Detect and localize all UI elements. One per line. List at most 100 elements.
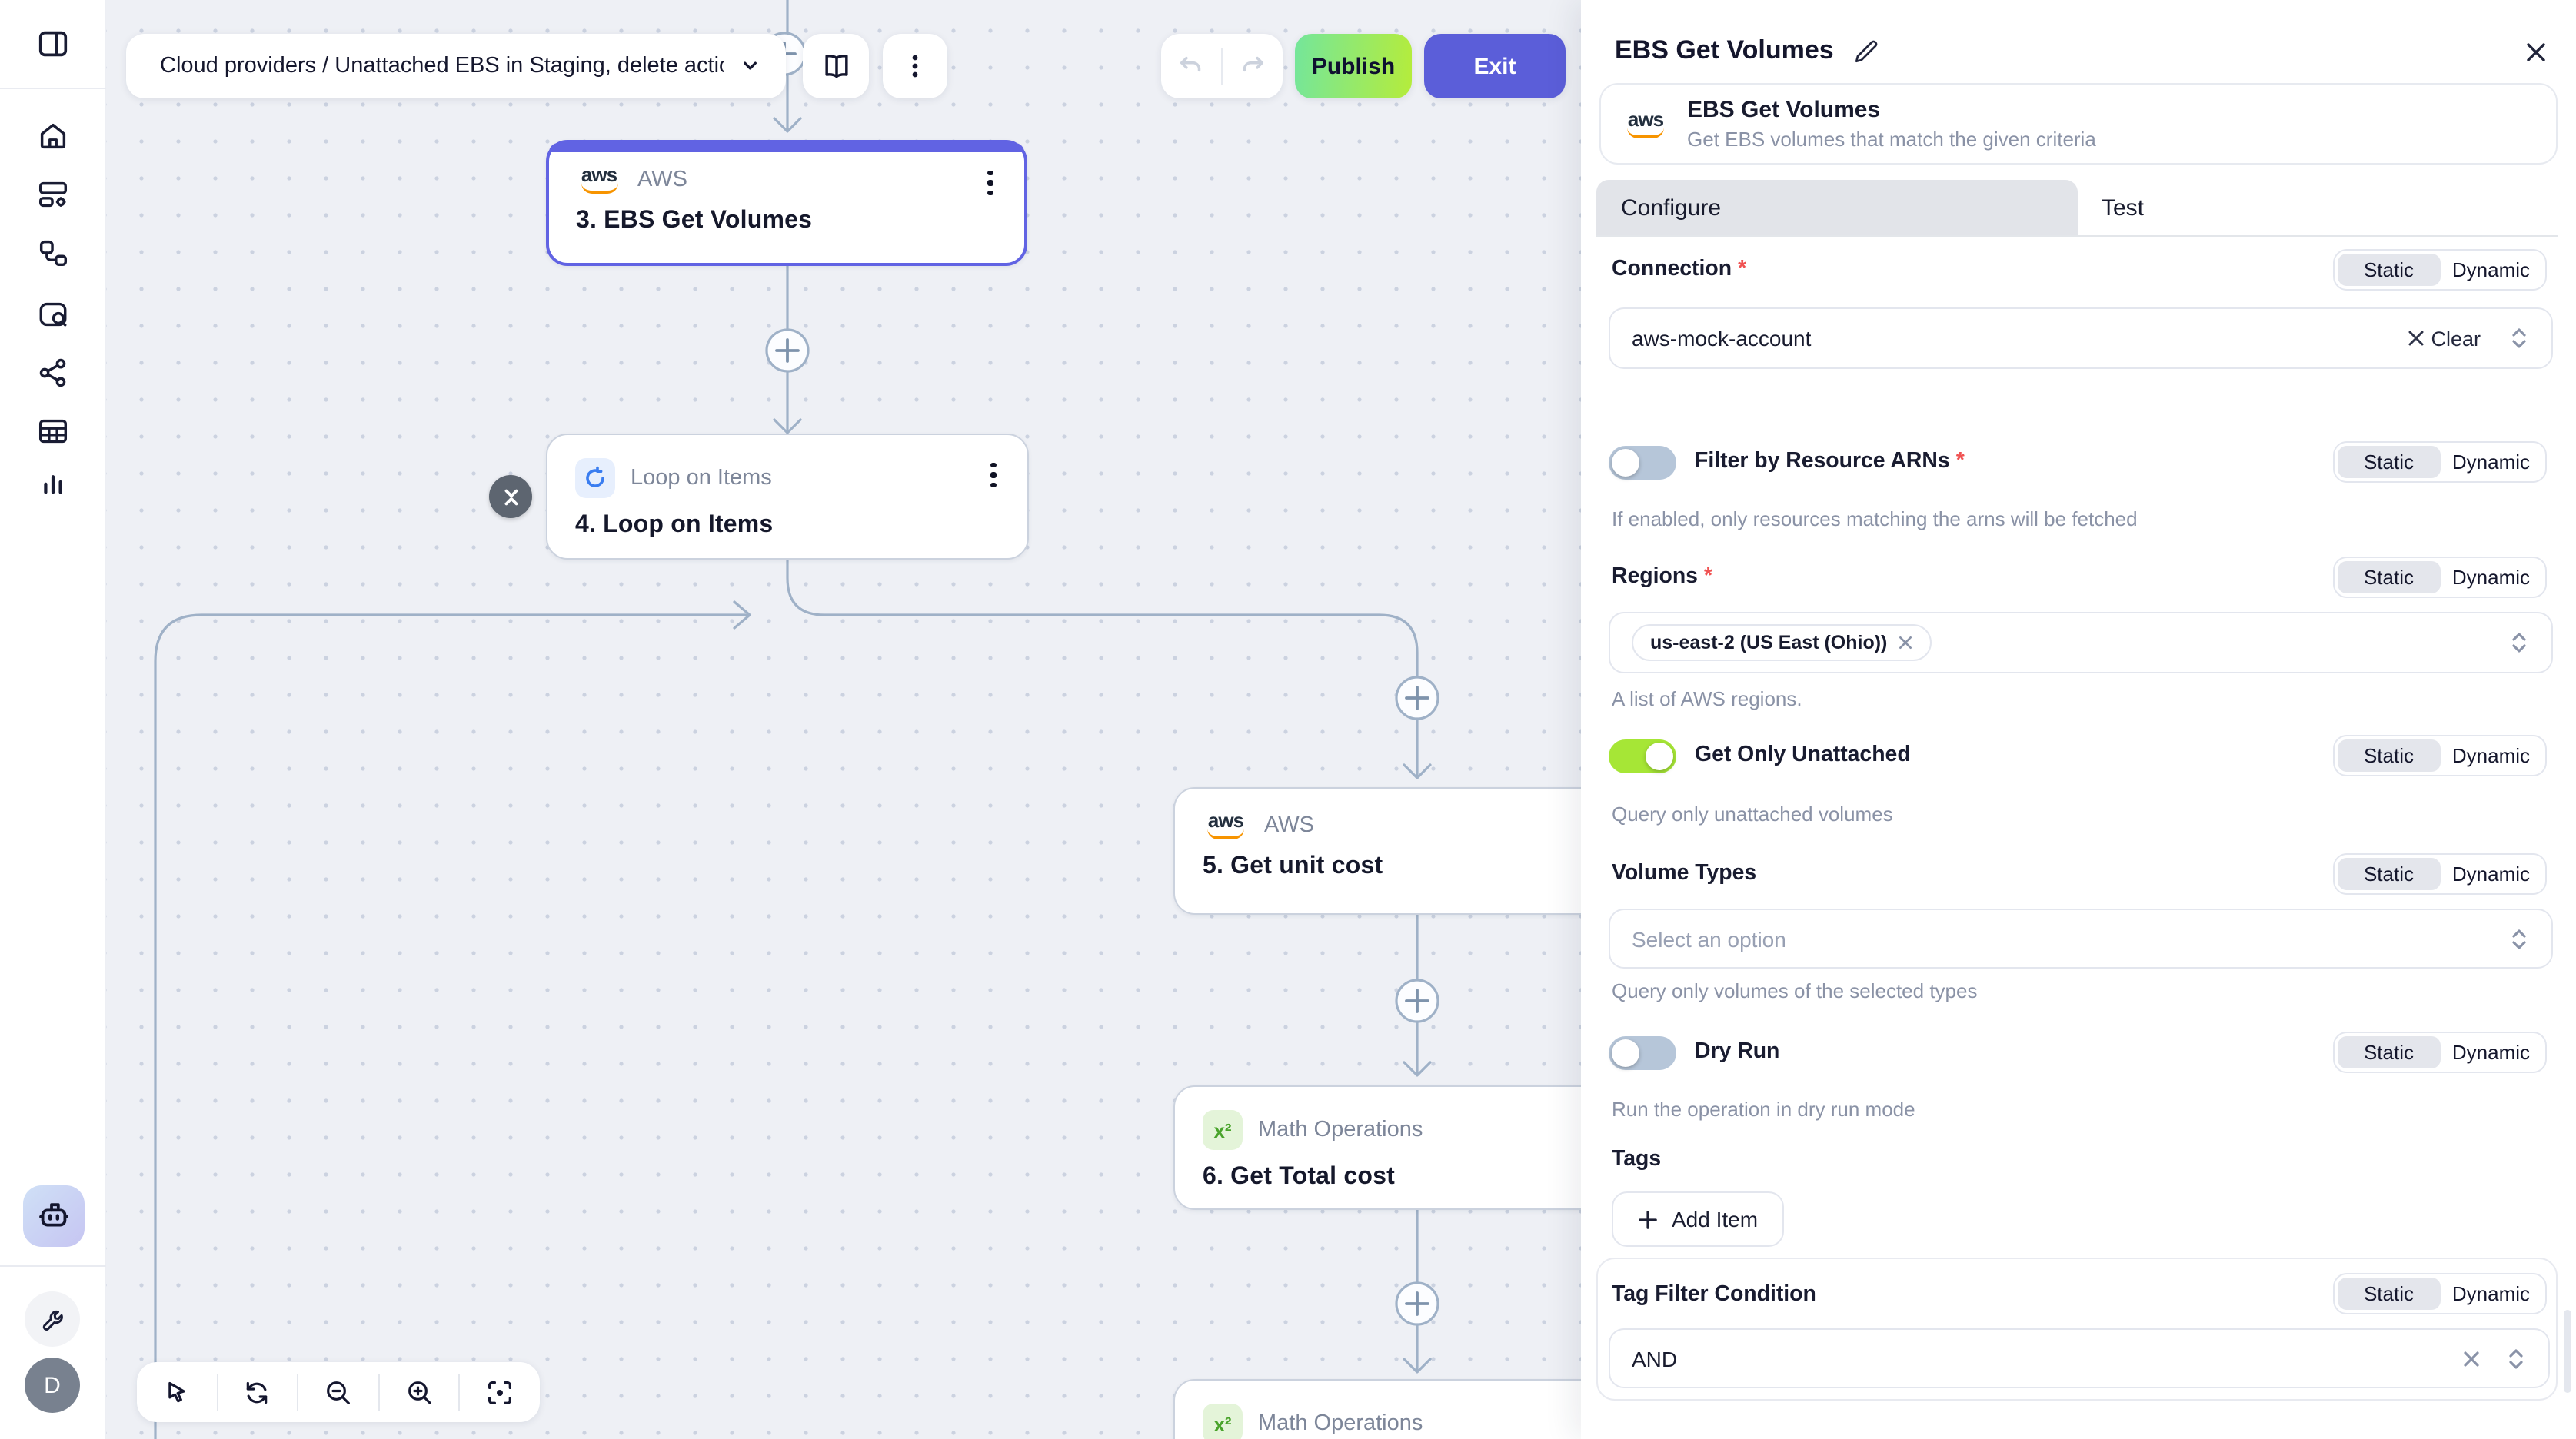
pencil-icon [1855, 40, 1878, 63]
dynamic-option[interactable]: Dynamic [2451, 1282, 2531, 1305]
kebab-menu-icon [912, 55, 918, 78]
volume-types-select[interactable]: Select an option [1609, 909, 2553, 969]
filter-arns-helper: If enabled, only resources matching the … [1612, 507, 2138, 530]
panel-scrollbar[interactable] [2564, 1310, 2571, 1393]
node-menu-icon[interactable] [977, 166, 1004, 200]
sidebar-item-workflows[interactable] [34, 234, 72, 272]
dry-run-toggle[interactable] [1609, 1036, 1676, 1070]
static-option[interactable]: Static [2338, 254, 2440, 286]
redo-button[interactable] [1223, 50, 1283, 82]
dynamic-option[interactable]: Dynamic [2451, 862, 2531, 886]
node-app-label: Loop on Items [631, 466, 772, 490]
step-app-card: aws EBS Get Volumes Get EBS volumes that… [1599, 83, 2558, 165]
clear-connection-button[interactable]: Clear [2406, 327, 2481, 350]
node-get-unit-cost[interactable]: aws AWS 5. Get unit cost [1173, 787, 1638, 915]
static-option[interactable]: Static [2338, 1036, 2440, 1068]
fit-view-button[interactable] [461, 1362, 540, 1422]
node-get-total-cost[interactable]: x² Math Operations 6. Get Total cost [1173, 1085, 1638, 1210]
tab-test[interactable]: Test [2102, 194, 2145, 221]
add-tag-item-button[interactable]: Add Item [1612, 1191, 1785, 1247]
chevron-down-icon [744, 61, 757, 70]
workflow-icon [39, 240, 68, 267]
filter-arns-label: Filter by Resource ARNs* [1695, 449, 1965, 474]
static-option[interactable]: Static [2338, 446, 2440, 478]
dynamic-option[interactable]: Dynamic [2451, 744, 2531, 767]
publish-button[interactable]: Publish [1295, 34, 1412, 98]
aws-logo-icon: aws [1203, 810, 1249, 839]
static-option[interactable]: Static [2338, 1278, 2440, 1310]
step-config-panel: EBS Get Volumes aws EBS Get Volumes Get … [1581, 0, 2576, 1439]
close-panel-button[interactable] [2524, 40, 2548, 72]
remove-region-icon[interactable] [1898, 635, 1913, 650]
node-math-operations-partial[interactable]: x² Math Operations [1173, 1379, 1638, 1439]
zoom-in-button[interactable] [380, 1362, 459, 1422]
sidebar-item-home[interactable] [34, 117, 72, 155]
static-option[interactable]: Static [2338, 561, 2440, 593]
get-only-unattached-toggle[interactable] [1609, 739, 1676, 773]
workflow-menu-button[interactable] [883, 34, 947, 98]
docs-button[interactable] [803, 34, 869, 98]
zoom-in-icon [408, 1381, 431, 1404]
undo-icon [1180, 55, 1201, 71]
refresh-layout-button[interactable] [218, 1362, 297, 1422]
regions-select[interactable]: us-east-2 (US East (Ohio)) [1609, 612, 2553, 673]
tags-label: Tags [1612, 1147, 1662, 1171]
rename-step-button[interactable] [1852, 38, 1879, 74]
ai-assistant-button[interactable] [23, 1185, 85, 1247]
sidebar-item-tables[interactable] [34, 412, 72, 450]
filter-arns-toggle[interactable] [1609, 446, 1676, 480]
dynamic-option[interactable]: Dynamic [2451, 258, 2531, 281]
node-selected-accent [549, 143, 1024, 152]
sidebar-collapse-button[interactable] [34, 25, 72, 63]
sidebar-item-insights[interactable] [34, 463, 72, 501]
avatar[interactable]: D [25, 1358, 80, 1413]
canvas-toolbar [137, 1362, 540, 1422]
breadcrumb[interactable]: Cloud providers / Unattached EBS in Stag… [126, 34, 786, 98]
dynamic-option[interactable]: Dynamic [2451, 450, 2531, 474]
volume-types-helper: Query only volumes of the selected types [1612, 979, 1978, 1002]
zoom-out-button[interactable] [298, 1362, 378, 1422]
static-option[interactable]: Static [2338, 858, 2440, 890]
clear-x-icon[interactable] [2462, 1349, 2481, 1368]
get-only-unattached-helper: Query only unattached volumes [1612, 803, 1893, 826]
math-operations-icon: x² [1203, 1110, 1243, 1150]
node-app-label: Math Operations [1258, 1411, 1423, 1436]
dynamic-option[interactable]: Dynamic [2451, 566, 2531, 589]
tag-filter-group [1596, 1258, 2558, 1401]
node-loop-on-items[interactable]: Loop on Items 4. Loop on Items [546, 434, 1029, 560]
region-chip[interactable]: us-east-2 (US East (Ohio)) [1632, 624, 1932, 661]
tab-configure[interactable]: Configure [1596, 180, 2077, 235]
pointer-tool-button[interactable] [137, 1362, 216, 1422]
static-option[interactable]: Static [2338, 739, 2440, 772]
aws-logo-icon: aws [1622, 108, 1669, 138]
chevron-updown-icon [2512, 633, 2526, 653]
search-box-icon [39, 302, 67, 327]
node-ebs-get-volumes[interactable]: aws AWS 3. EBS Get Volumes [546, 140, 1027, 266]
get-only-unattached-label: Get Only Unattached [1695, 743, 1911, 767]
collapse-loop-icon[interactable] [489, 475, 532, 518]
sidebar-item-integrations[interactable] [34, 354, 72, 392]
sidebar-item-templates[interactable] [34, 175, 72, 214]
admin-tools-button[interactable] [25, 1291, 80, 1347]
sidebar-item-explore[interactable] [34, 295, 72, 334]
dynamic-option[interactable]: Dynamic [2451, 1041, 2531, 1064]
node-app-label: Math Operations [1258, 1118, 1423, 1142]
undo-button[interactable] [1161, 50, 1221, 82]
connection-select[interactable]: aws-mock-account Clear [1609, 307, 2553, 369]
tag-filter-condition-value: AND [1632, 1346, 1678, 1371]
zoom-out-icon [327, 1381, 350, 1404]
breadcrumb-label: Cloud providers / Unattached EBS in Stag… [160, 54, 725, 78]
home-icon [40, 123, 66, 149]
node-app-label: AWS [637, 167, 687, 191]
tag-filter-condition-label: Tag Filter Condition [1612, 1282, 1816, 1307]
robot-icon [39, 1203, 68, 1227]
panel-title: EBS Get Volumes [1615, 35, 1834, 65]
node-title: 4. Loop on Items [575, 512, 774, 538]
exit-button[interactable]: Exit [1424, 34, 1566, 98]
tag-filter-condition-select[interactable]: AND [1609, 1328, 2550, 1388]
plus-icon [1639, 1210, 1657, 1228]
filter-arns-mode-switch: Static Dynamic [2333, 441, 2547, 483]
node-menu-icon[interactable] [980, 458, 1007, 492]
volume-types-placeholder: Select an option [1632, 926, 1786, 951]
connection-label: Connection* [1612, 257, 1747, 281]
